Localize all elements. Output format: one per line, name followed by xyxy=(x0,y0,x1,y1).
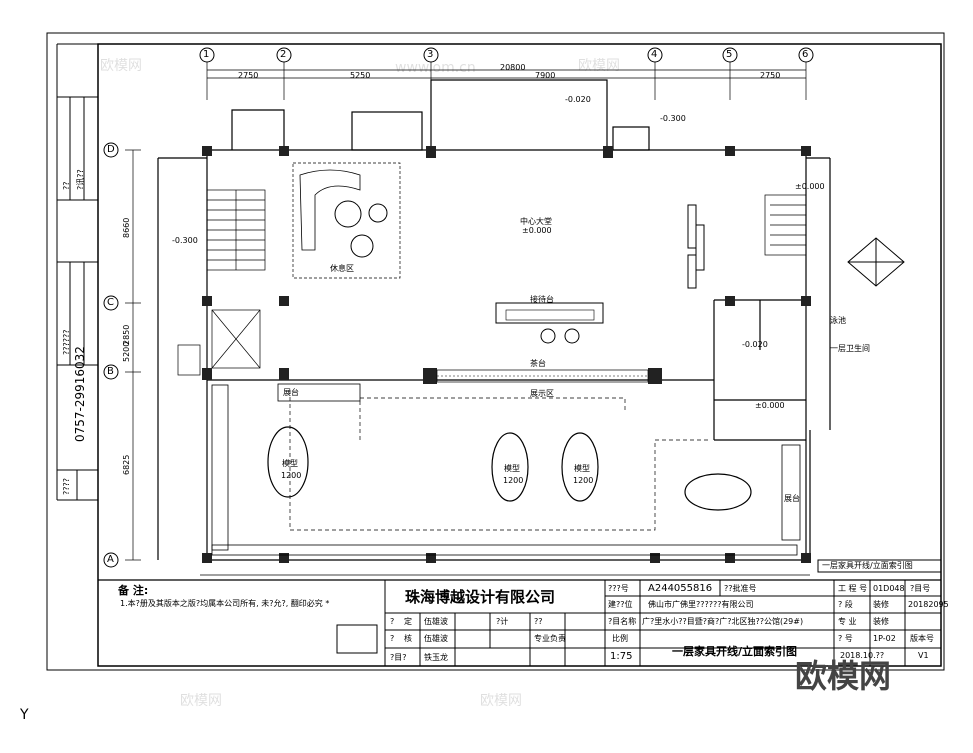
model-size: 1200 xyxy=(281,471,302,480)
cert-number: A244055816 xyxy=(648,583,713,594)
axis-label: 1 xyxy=(203,49,210,60)
version-value: V1 xyxy=(918,651,929,660)
discipline-label: 专 业 xyxy=(838,617,857,626)
notes-label: 备 注: xyxy=(118,584,149,597)
level-mark: -0.020 xyxy=(742,340,768,349)
watermark: 欧模网 xyxy=(578,58,620,74)
sign-col: 专业负责 xyxy=(534,634,566,643)
date-value: 2018.10.?? xyxy=(840,651,885,660)
room-label-display: 展台 xyxy=(283,388,299,397)
item-no: 20182095 xyxy=(908,600,949,609)
dimension-total: 20800 xyxy=(500,63,526,72)
project-name: 广?里水小??目暨?商?广?北区独??公馆(29#) xyxy=(642,617,804,626)
strip-label-c: ?????? xyxy=(62,329,71,355)
client-name: 佛山市广佛里??????有限公司 xyxy=(648,600,754,609)
model-size: 1200 xyxy=(573,476,594,485)
room-label-pool: 泳池 xyxy=(830,316,846,325)
dimension: 7900 xyxy=(535,71,556,80)
level-mark: -0.300 xyxy=(660,114,686,123)
sign-col: ?计 xyxy=(496,617,509,626)
model-label: 模型 xyxy=(504,464,520,473)
room-label-restroom: 一层卫生间 xyxy=(830,344,870,353)
row-label: 建??位 xyxy=(608,600,633,609)
axis-label: C xyxy=(107,297,114,308)
watermark: 欧模网 xyxy=(480,693,522,709)
sheet-name: 一层家具开线/立面索引图 xyxy=(672,645,798,658)
cert-label: ??批准号 xyxy=(724,584,757,593)
ucs-icon: Y xyxy=(20,707,29,723)
discipline-value: 装修 xyxy=(873,617,889,626)
model-size: 1200 xyxy=(503,476,524,485)
stage-value: 装修 xyxy=(873,600,889,609)
sign-label: 定 xyxy=(404,617,412,626)
level-mark: -0.300 xyxy=(172,236,198,245)
axis-label: A xyxy=(107,554,114,565)
sign-label: ? xyxy=(390,634,395,643)
room-label-tea: 茶台 xyxy=(530,359,546,368)
strip-label-b: ?讯?? xyxy=(76,169,85,190)
sign-col: ?? xyxy=(534,617,543,626)
phone-number: 0757-29916032 xyxy=(73,346,87,442)
level-mark: ±0.000 xyxy=(755,401,785,410)
sign-name: 伍雄波 xyxy=(424,634,448,643)
watermark: 欧模网 xyxy=(180,693,222,709)
dimension: 6825 xyxy=(122,454,131,475)
project-no: 01D048 xyxy=(873,584,905,593)
level-mark: ±0.000 xyxy=(795,182,825,191)
sheet-value: 1P-02 xyxy=(873,634,896,643)
axis-label: 2 xyxy=(280,49,287,60)
level-mark: ±0.000 xyxy=(522,226,552,235)
sign-name: 铁玉龙 xyxy=(424,653,448,662)
scale-value: 1:75 xyxy=(610,651,633,662)
dimension: 5250 xyxy=(350,71,371,80)
project-no-label: 工 程 号 xyxy=(838,584,868,593)
watermark: 欧模网 xyxy=(100,58,142,74)
item-no-label: ?目号 xyxy=(910,584,931,593)
stage-label: ? 段 xyxy=(838,600,853,609)
axis-label: B xyxy=(107,366,114,377)
sign-name: 伍雄波 xyxy=(424,617,448,626)
dimension: 2750 xyxy=(238,71,259,80)
model-label: 模型 xyxy=(282,459,298,468)
sign-label: 核 xyxy=(404,634,412,643)
sheet-label: ? 号 xyxy=(838,634,853,643)
company-name: 珠海博越设计有限公司 xyxy=(405,588,556,606)
brand-logo: 欧模网 xyxy=(795,657,892,695)
room-label-show: 展示区 xyxy=(530,389,554,398)
level-mark: -0.020 xyxy=(565,95,591,104)
axis-label: 4 xyxy=(651,49,658,60)
dimension: 8660 xyxy=(122,217,131,238)
room-label-lobby: 中心大堂 xyxy=(520,217,552,226)
axis-label: D xyxy=(107,144,115,155)
room-label-rest: 休息区 xyxy=(330,264,354,273)
room-label-side: 展台 xyxy=(784,494,800,503)
version-label: 版本号 xyxy=(910,634,934,643)
model-label: 模型 xyxy=(574,464,590,473)
sign-label: ? xyxy=(390,617,395,626)
watermark: www.om.cn xyxy=(395,60,476,76)
axis-label: 5 xyxy=(726,49,733,60)
dimension: 5200 xyxy=(122,341,131,362)
axis-label: 3 xyxy=(427,49,434,60)
scale-label: 比例 xyxy=(612,634,628,643)
strip-label-a: ?? xyxy=(62,181,71,191)
row-label: ?目名称 xyxy=(608,617,637,626)
room-label-desk: 接待台 xyxy=(530,295,554,304)
notes-text: 1.本?册及其版本之版?均属本公司所有, 未?允?, 翻印必究 * xyxy=(120,599,330,608)
axis-label: 6 xyxy=(802,49,809,60)
dimension: 2750 xyxy=(760,71,781,80)
row-label: ???号 xyxy=(608,584,629,593)
strip-label-d: ???? xyxy=(62,478,71,495)
sign-label: ?目? xyxy=(390,653,407,662)
drawing-title-strip: 一层家具开线/立面索引图 xyxy=(822,561,913,570)
